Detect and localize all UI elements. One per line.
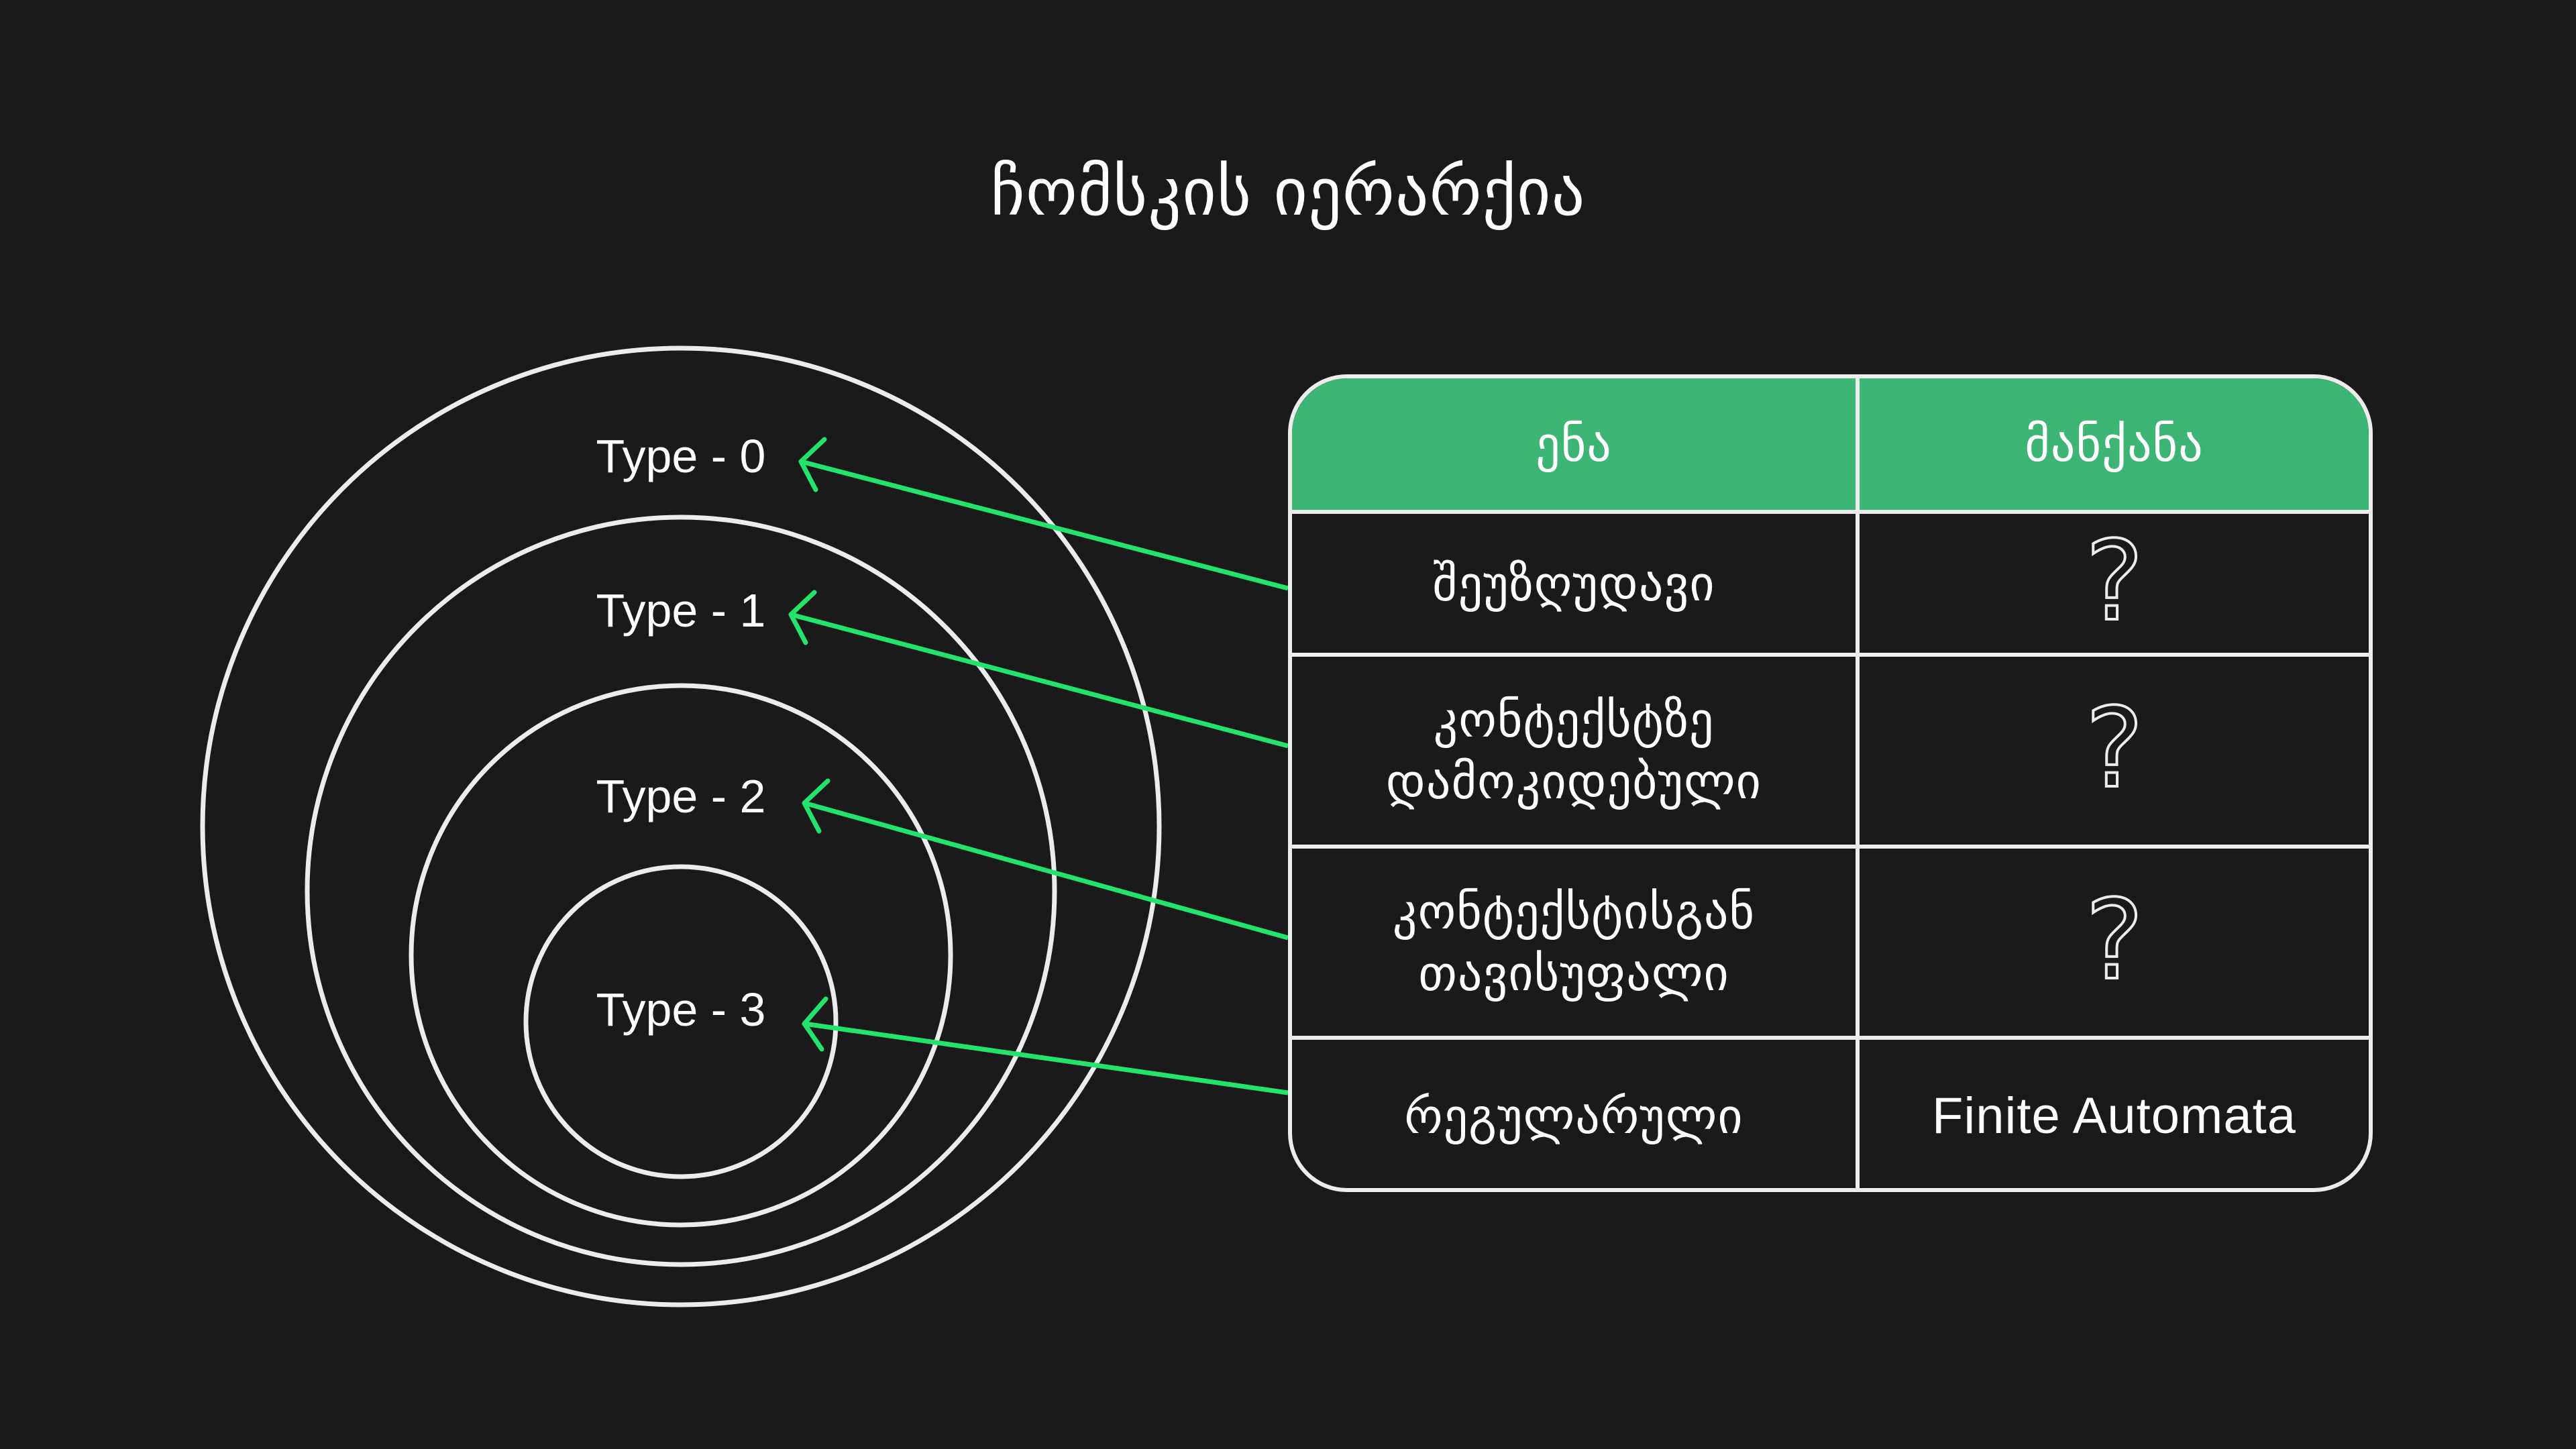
type-0-circle: [200, 345, 1162, 1307]
question-mark-icon: ?: [2084, 533, 2145, 634]
table-divider: [1292, 510, 2369, 514]
type-2-label: Type - 2: [596, 770, 766, 822]
hierarchy-table: ენა მანქანა შეუზღუდავი ? კონტექსტზე დამო…: [1288, 374, 2373, 1192]
language-context-sensitive: კონტექსტზე დამოკიდებული: [1386, 692, 1762, 810]
question-mark-icon: ?: [2084, 892, 2145, 993]
machine-cell: ?: [1860, 514, 2369, 653]
svg-text:?: ?: [2085, 533, 2143, 634]
type-3-circle: [523, 864, 839, 1179]
language-unrestricted: შეუზღუდავი: [1432, 555, 1715, 612]
type-3-label: Type - 3: [596, 983, 766, 1036]
connector-arrow-0: [798, 437, 1289, 591]
machine-cell: ?: [1860, 849, 2369, 1036]
language-cell: შეუზღუდავი: [1292, 514, 1860, 653]
type-2-circle: [409, 683, 953, 1228]
header-language-label: ენა: [1536, 416, 1612, 472]
table-divider: [1292, 845, 2369, 849]
header-machine-label: მანქანა: [2025, 416, 2204, 472]
svg-text:?: ?: [2085, 892, 2143, 993]
question-mark-icon: ?: [2084, 700, 2145, 801]
language-regular: რეგულარული: [1404, 1087, 1743, 1144]
table-row: შეუზღუდავი ?: [1292, 514, 2369, 653]
type-1-label: Type - 1: [596, 584, 766, 637]
language-context-free: კონტექსტისგან თავისუფალი: [1392, 883, 1756, 1002]
table-row: კონტექსტისგან თავისუფალი ?: [1292, 849, 2369, 1036]
machine-finite-automata: Finite Automata: [1931, 1087, 2297, 1144]
table-divider: [1292, 1036, 2369, 1040]
connector-arrow-1: [788, 590, 1289, 749]
connector-arrow-3: [802, 996, 1289, 1095]
table-header-row: ენა მანქანა: [1292, 378, 2369, 510]
language-cell: კონტექსტზე დამოკიდებული: [1292, 657, 1860, 845]
table-row: რეგულარული Finite Automata: [1292, 1040, 2369, 1188]
header-machine-cell: მანქანა: [1860, 378, 2369, 510]
type-0-label: Type - 0: [596, 430, 766, 482]
diagram-title: ჩომსკის იერარქია: [990, 154, 1586, 231]
connector-arrow-2: [802, 778, 1289, 941]
svg-text:?: ?: [2085, 700, 2143, 801]
table-row: კონტექსტზე დამოკიდებული ?: [1292, 657, 2369, 845]
table-divider: [1292, 653, 2369, 657]
header-language-cell: ენა: [1292, 378, 1860, 510]
language-cell: რეგულარული: [1292, 1040, 1860, 1188]
machine-cell: Finite Automata: [1860, 1040, 2369, 1188]
machine-cell: ?: [1860, 657, 2369, 845]
language-cell: კონტექსტისგან თავისუფალი: [1292, 849, 1860, 1036]
type-1-circle: [305, 515, 1057, 1267]
